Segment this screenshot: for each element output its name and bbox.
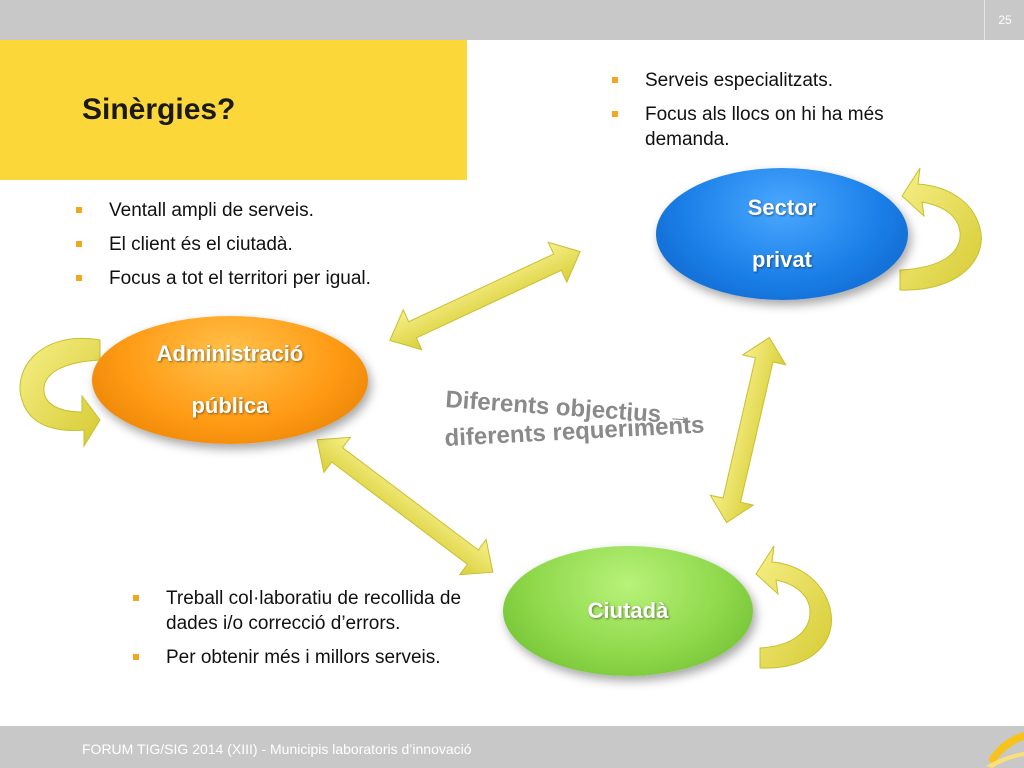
loop-arrow-citizen [755,545,832,669]
double-arrow-admin-private [389,241,581,351]
admin-bullet-list: Ventall ampli de serveis. El client és e… [76,198,376,300]
node-administracio-publica: Administració pública [92,316,368,444]
center-label: Diferents objectius → diferents requerim… [444,386,705,452]
node-sector-privat: Sector privat [656,168,908,300]
citizen-bullet: Treball col·laboratiu de recollida de da… [133,586,513,636]
admin-bullet: Ventall ampli de serveis. [76,198,376,223]
private-bullet: Serveis especialitzats. [612,68,952,93]
loop-arrow-private [899,167,982,291]
private-bullet: Focus als llocs on hi ha més demanda. [612,102,952,152]
footer-text: FORUM TIG/SIG 2014 (XIII) - Municipis la… [82,741,472,757]
admin-bullet: Focus a tot el territori per igual. [76,266,376,291]
center-label-line2: diferents requeriments [444,411,705,452]
citizen-bullet: Per obtenir més i millors serveis. [133,645,513,670]
node-citizen-line1: Ciutadà [587,598,669,623]
citizen-bullet-list: Treball col·laboratiu de recollida de da… [133,586,513,679]
title-box [0,40,467,180]
swoosh-logo-icon [984,726,1024,768]
admin-bullet: El client és el ciutadà. [76,232,376,257]
node-admin-line2: pública [191,393,269,418]
footer-bar [0,726,1024,768]
node-admin-line1: Administració [156,341,304,366]
loop-arrow-admin [19,338,101,448]
page-number: 25 [984,0,1024,40]
private-bullet-list: Serveis especialitzats. Focus als llocs … [612,68,952,161]
double-arrow-private-citizen [709,336,787,524]
slide-title: Sinèrgies? [82,93,236,126]
node-ciutada: Ciutadà [503,546,753,676]
node-private-line2: privat [752,247,812,272]
top-bar [0,0,1024,40]
double-arrow-admin-citizen [316,436,494,576]
node-private-line1: Sector [747,195,817,220]
